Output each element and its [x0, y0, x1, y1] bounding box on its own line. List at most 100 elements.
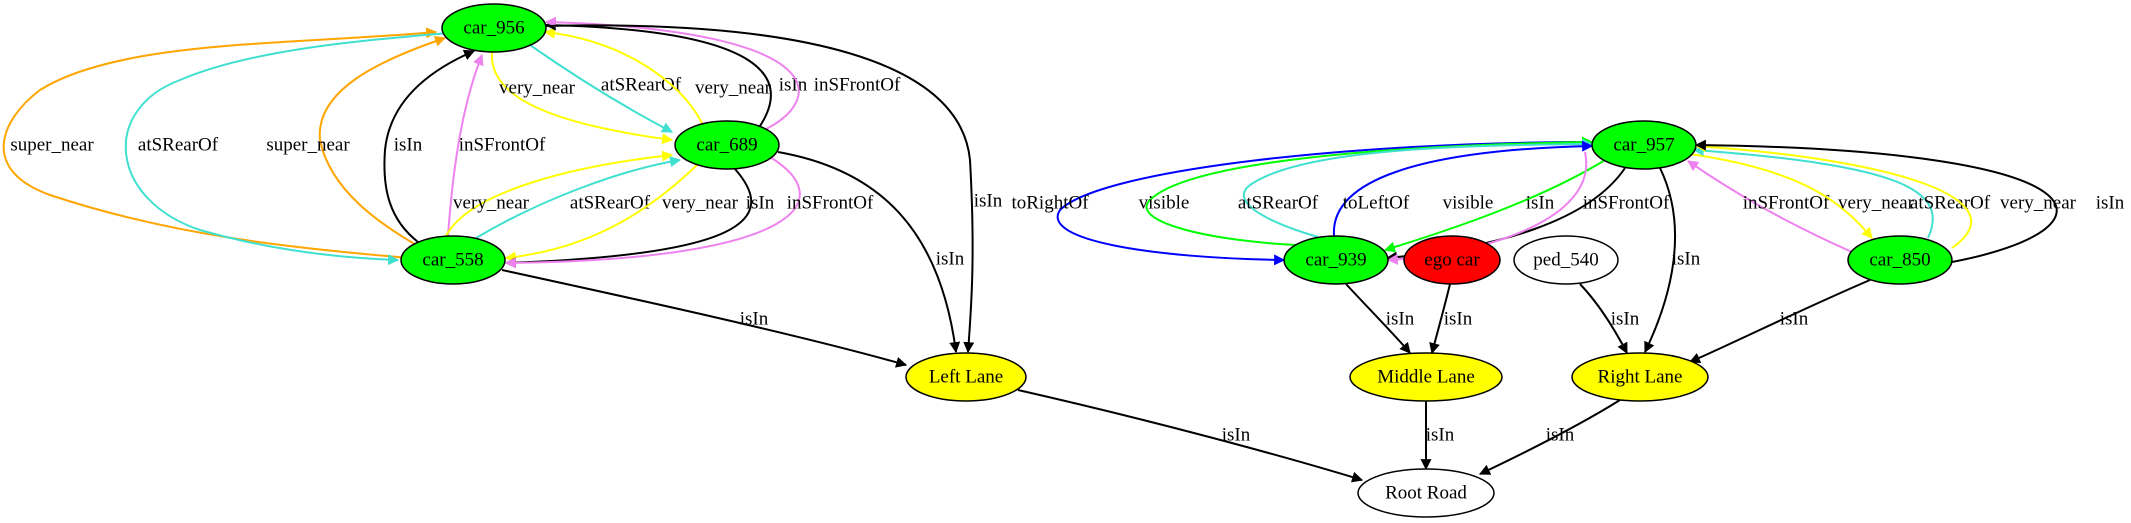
node-label: Right Lane	[1598, 366, 1683, 387]
edge-car_689-to-car_558: inSFrontOf	[504, 156, 874, 269]
node-left-lane[interactable]: Left Lane	[905, 352, 1027, 402]
edge-car_957-to-car_850: very_near	[1689, 153, 1915, 239]
node-ellipse	[1283, 235, 1389, 285]
edge-label: atSRearOf	[1238, 192, 1319, 213]
edge-car_689-to-car_558: isIn	[504, 168, 775, 269]
node-car-689[interactable]: car_689	[674, 120, 780, 170]
edge-line	[1429, 283, 1451, 355]
node-car-939[interactable]: car_939	[1283, 235, 1389, 285]
edge-label: very_near	[2000, 192, 2077, 213]
edge-line	[543, 27, 703, 124]
edge-label: isIn	[779, 74, 808, 95]
edge-car_956-to-car_689: atSRearOf	[529, 44, 682, 133]
edge-label: isIn	[1672, 248, 1701, 269]
edge-car_558-to-car_956: isIn	[383, 49, 476, 243]
edge-line	[544, 16, 800, 133]
node-car-850[interactable]: car_850	[1847, 235, 1953, 285]
edge-line	[504, 168, 753, 269]
edge-label: isIn	[2096, 192, 2125, 213]
edge-car_558-to-car_689: atSRearOf	[475, 156, 682, 239]
node-ped-540[interactable]: ped_540	[1513, 235, 1619, 285]
node-label: Middle Lane	[1377, 366, 1475, 387]
node-car-957[interactable]: car_957	[1591, 120, 1697, 170]
edge-car_850-to-car_957: isIn	[1694, 139, 2125, 263]
edge-car_850-to-car_957: inSFrontOf	[1687, 160, 1853, 253]
edge-label: isIn	[1546, 424, 1575, 445]
edge-car_558-to-car_956: super_near	[266, 35, 447, 251]
edge-label: isIn	[936, 248, 965, 269]
edge-car_558-to-car_956: super_near	[2, 27, 438, 259]
edge-line	[504, 156, 801, 269]
edge-label: atSRearOf	[601, 74, 682, 95]
edge-label: isIn	[1426, 424, 1455, 445]
edge-line	[318, 35, 447, 251]
edge-line	[1687, 160, 1853, 253]
node-ellipse	[1847, 235, 1953, 285]
edge-line	[475, 156, 682, 239]
edge-car_939-to-middle_lane: isIn	[1345, 283, 1415, 354]
edge-label: very_near	[499, 77, 576, 98]
edge-line	[501, 269, 908, 368]
edge-label: isIn	[1222, 424, 1251, 445]
edge-car_956-to-left_lane: isIn	[545, 24, 1003, 354]
edge-label: very_near	[453, 192, 530, 213]
edge-car_957-to-car_939: visible	[1383, 159, 1606, 253]
edge-label: inSFrontOf	[814, 74, 901, 95]
edge-label: very_near	[662, 192, 739, 213]
node-right-lane[interactable]: Right Lane	[1571, 352, 1709, 402]
node-ellipse	[1357, 468, 1495, 518]
node-label: ego car	[1424, 249, 1480, 270]
edge-label: visible	[1139, 192, 1190, 213]
node-car-558[interactable]: car_558	[400, 235, 506, 285]
edge-line	[1479, 399, 1621, 475]
edge-line	[1689, 153, 1873, 239]
node-label: car_939	[1305, 249, 1366, 270]
edge-line	[124, 31, 463, 266]
edge-car_939-to-car_957: toLeftOf	[1332, 140, 1594, 237]
edge-line	[383, 49, 476, 243]
edge-line	[447, 53, 484, 237]
edge-label: toLeftOf	[1343, 192, 1410, 213]
edge-car_957-to-car_939: toRightOf	[1011, 141, 1593, 266]
edge-middle_lane-to-root_road: isIn	[1420, 401, 1455, 471]
edge-line	[1644, 167, 1676, 353]
edge-label: isIn	[1611, 308, 1640, 329]
node-ellipse	[905, 352, 1027, 402]
edge-line	[544, 19, 772, 127]
edge-car_689-to-car_558: very_near	[504, 164, 739, 263]
node-ellipse	[441, 3, 547, 53]
node-root-road[interactable]: Root Road	[1357, 468, 1495, 518]
edge-line	[1688, 279, 1871, 364]
edge-car_850-to-car_957: atSRearOf	[1692, 145, 1991, 239]
edge-label: very_near	[1838, 192, 1915, 213]
edge-line	[445, 150, 674, 237]
edge-car_956-to-car_689: very_near	[490, 51, 674, 145]
edge-label: toRightOf	[1011, 192, 1089, 213]
edge-car_689-to-car_956: isIn	[544, 19, 808, 127]
edge-label: isIn	[1444, 308, 1473, 329]
edge-label: isIn	[746, 192, 775, 213]
edge-label: atSRearOf	[570, 192, 651, 213]
edge-line	[1692, 145, 1934, 239]
node-car-956[interactable]: car_956	[441, 3, 547, 53]
node-label: car_957	[1613, 134, 1674, 155]
node-middle-lane[interactable]: Middle Lane	[1349, 352, 1503, 402]
edge-label: visible	[1443, 192, 1494, 213]
edge-car_939-to-car_957: atSRearOf	[1238, 138, 1594, 238]
node-label: car_558	[422, 249, 483, 270]
edge-label: inSFrontOf	[1583, 192, 1670, 213]
node-ellipse	[674, 120, 780, 170]
edge-line	[1345, 283, 1411, 354]
edge-line	[1056, 141, 1593, 266]
node-label: car_689	[696, 134, 757, 155]
edge-label: atSRearOf	[138, 134, 219, 155]
edge-car_957-to-right_lane: isIn	[1644, 167, 1701, 353]
node-ego-car[interactable]: ego car	[1403, 235, 1501, 285]
edge-ped_540-to-right_lane: isIn	[1579, 283, 1640, 354]
node-label: ped_540	[1533, 249, 1598, 270]
edge-label: isIn	[974, 190, 1003, 211]
edge-label: isIn	[740, 308, 769, 329]
edge-car_689-to-left_lane: isIn	[777, 151, 965, 354]
